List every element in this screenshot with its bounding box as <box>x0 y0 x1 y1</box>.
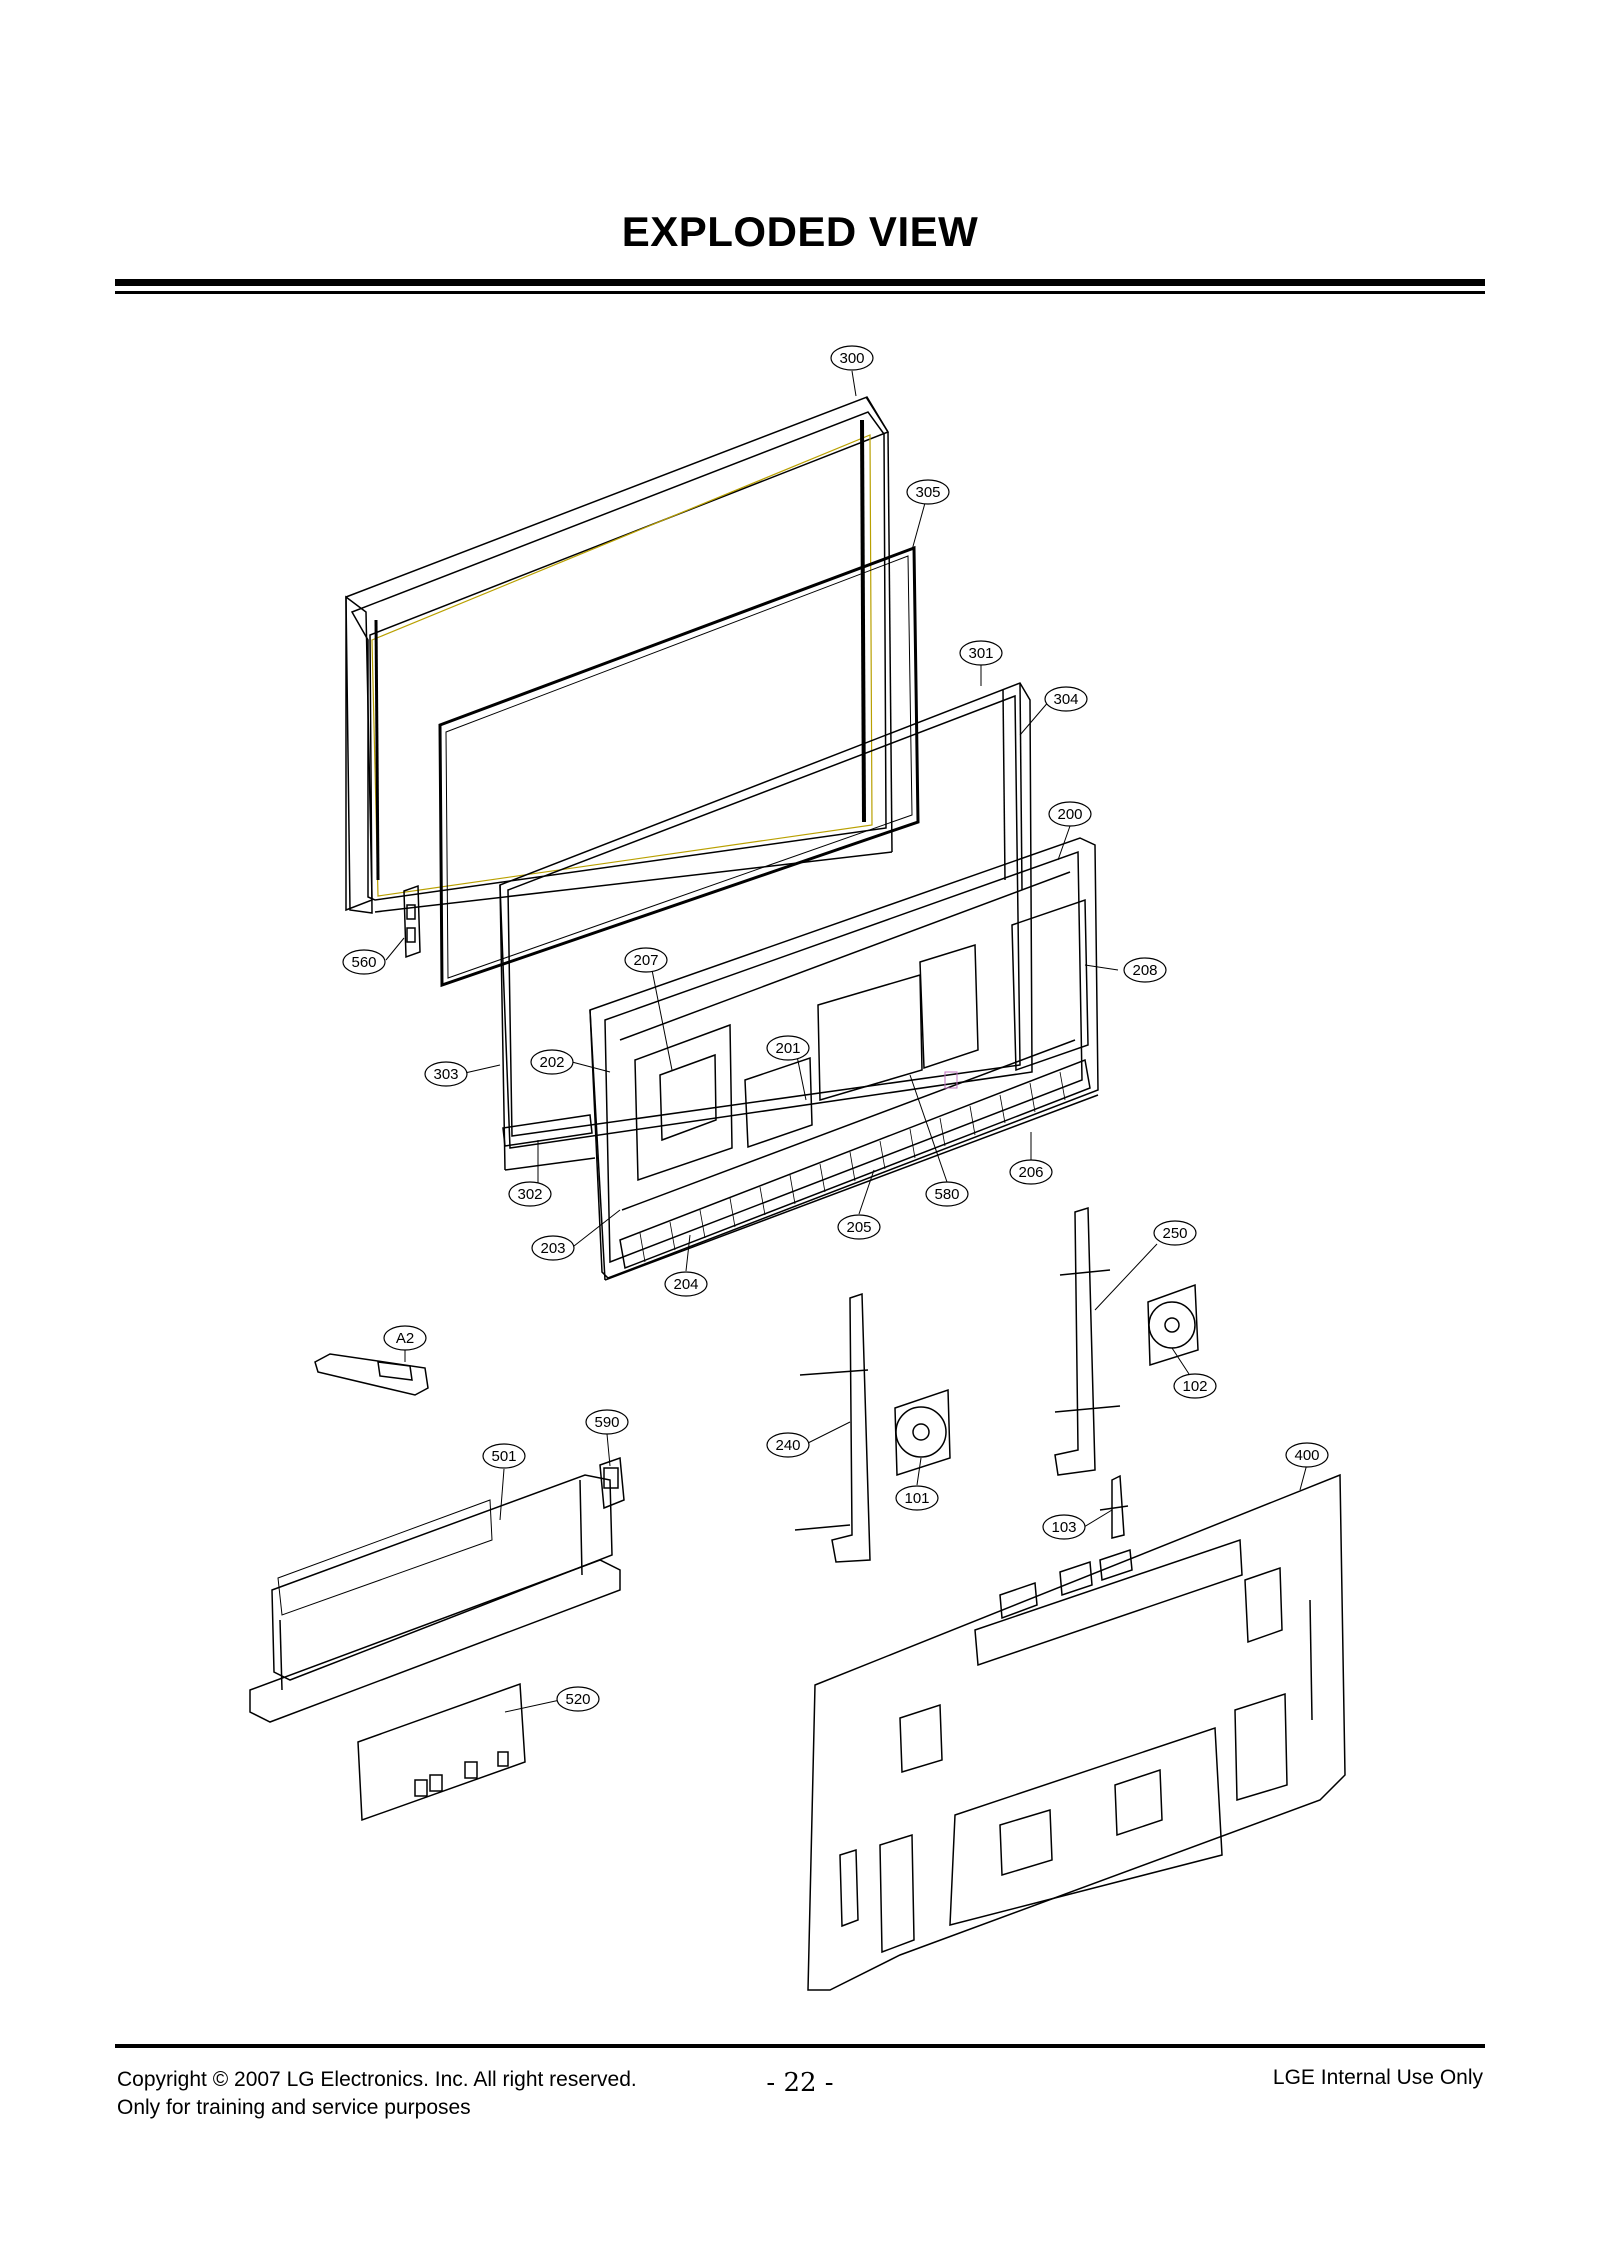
side-bracket-part <box>403 884 421 959</box>
cooling-fan-left-part <box>894 1388 951 1477</box>
remote-control-part <box>314 1353 429 1396</box>
callout-305: 305 <box>906 479 950 505</box>
callout-250-label: 250 <box>1162 1225 1187 1242</box>
callout-590: 590 <box>585 1409 629 1435</box>
callout-560: 560 <box>342 949 386 975</box>
glass-filter-part <box>438 545 920 988</box>
side-input-board-part <box>357 1682 526 1822</box>
callout-501-label: 501 <box>491 1448 516 1465</box>
callout-590-label: 590 <box>594 1414 619 1431</box>
callout-103: 103 <box>1042 1514 1086 1540</box>
copyright-line-2: Only for training and service purposes <box>117 2096 471 2119</box>
cooling-fan-right-part <box>1147 1283 1199 1367</box>
callout-240: 240 <box>766 1432 810 1458</box>
inner-frame-part <box>499 682 1033 1171</box>
left-support-bracket-part <box>794 1292 871 1563</box>
callout-302-label: 302 <box>517 1186 542 1203</box>
callout-303-label: 303 <box>433 1066 458 1083</box>
callout-400-label: 400 <box>1294 1447 1319 1464</box>
page-title: EXPLODED VIEW <box>621 208 979 255</box>
small-bracket-part <box>1099 1474 1129 1539</box>
callout-205: 205 <box>837 1214 881 1240</box>
footer-classification: LGE Internal Use Only <box>1272 2066 1483 2089</box>
callout-201: 201 <box>766 1035 810 1061</box>
callout-250: 250 <box>1153 1220 1197 1246</box>
callout-400: 400 <box>1285 1442 1329 1468</box>
front-bezel-part <box>345 396 893 914</box>
callout-203: 203 <box>531 1235 575 1261</box>
callout-580-label: 580 <box>934 1186 959 1203</box>
callout-301: 301 <box>959 640 1003 666</box>
title-rule-thin <box>115 291 1485 294</box>
callout-304: 304 <box>1044 686 1088 712</box>
callout-203-label: 203 <box>540 1240 565 1257</box>
back-cover-part <box>807 1473 1346 1991</box>
main-chassis-part <box>589 837 1099 1281</box>
callout-202: 202 <box>530 1049 574 1075</box>
callout-leader-lines <box>385 370 1308 1713</box>
callout-207-label: 207 <box>633 952 658 969</box>
callout-208: 208 <box>1123 957 1167 983</box>
callout-200-label: 200 <box>1057 806 1082 823</box>
callout-202-label: 202 <box>539 1054 564 1071</box>
callout-103-label: 103 <box>1051 1519 1076 1536</box>
callout-501: 501 <box>482 1443 526 1469</box>
callout-208-label: 208 <box>1132 962 1157 979</box>
callout-207: 207 <box>624 947 668 973</box>
callout-204: 204 <box>664 1271 708 1297</box>
callout-101-label: 101 <box>904 1490 929 1507</box>
callout-301-label: 301 <box>968 645 993 662</box>
callout-520: 520 <box>556 1686 600 1712</box>
footer-copyright: Copyright © 2007 LG Electronics. Inc. Al… <box>117 2066 637 2122</box>
callout-304-label: 304 <box>1053 691 1078 708</box>
callout-A2-label: A2 <box>396 1330 414 1347</box>
callout-303: 303 <box>424 1061 468 1087</box>
callout-206: 206 <box>1009 1159 1053 1185</box>
callout-300-label: 300 <box>839 350 864 367</box>
callout-240-label: 240 <box>775 1437 800 1454</box>
callout-300: 300 <box>830 345 874 371</box>
page-number: - 22 - <box>766 2068 834 2098</box>
callout-520-label: 520 <box>565 1691 590 1708</box>
footer-rule <box>115 2044 1485 2048</box>
copyright-line-1: Copyright © 2007 LG Electronics. Inc. Al… <box>117 2068 637 2091</box>
callout-560-label: 560 <box>351 954 376 971</box>
callout-580: 580 <box>925 1181 969 1207</box>
callout-305-label: 305 <box>915 484 940 501</box>
stand-bracket-part <box>249 1456 625 1723</box>
callout-206-label: 206 <box>1018 1164 1043 1181</box>
callout-102: 102 <box>1173 1373 1217 1399</box>
callout-102-label: 102 <box>1182 1378 1207 1395</box>
callout-302: 302 <box>508 1181 552 1207</box>
right-support-bracket-part <box>1054 1206 1121 1476</box>
callout-200: 200 <box>1048 801 1092 827</box>
callout-205-label: 205 <box>846 1219 871 1236</box>
callout-A2: A2 <box>383 1325 427 1351</box>
callout-201-label: 201 <box>775 1040 800 1057</box>
title-rule-thick <box>115 279 1485 286</box>
callout-101: 101 <box>895 1485 939 1511</box>
callout-204-label: 204 <box>673 1276 698 1293</box>
